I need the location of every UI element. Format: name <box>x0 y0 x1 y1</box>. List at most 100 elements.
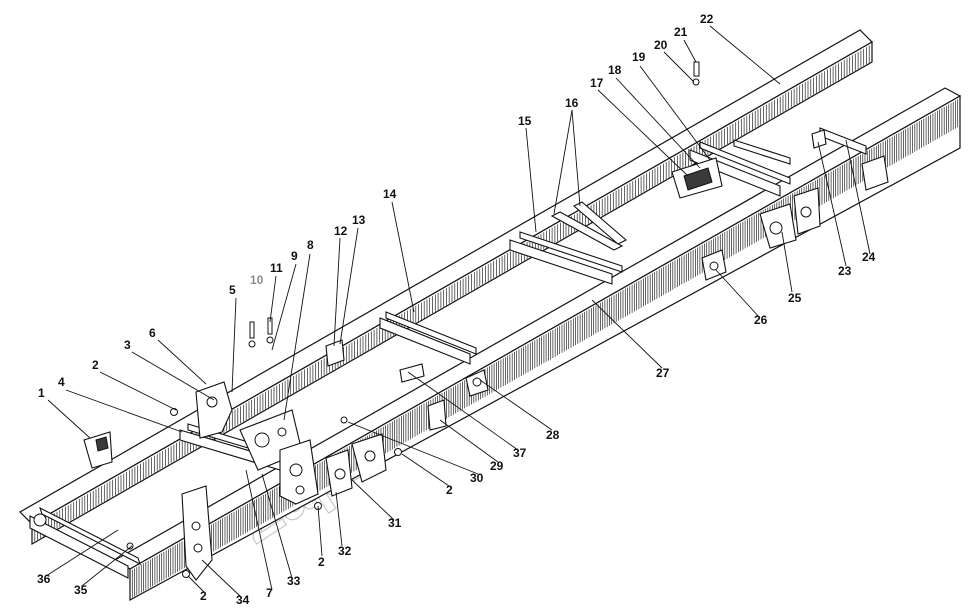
leader-line <box>65 389 183 433</box>
callout-25: 25 <box>788 291 802 305</box>
callout-28: 28 <box>546 428 560 442</box>
leader-line <box>715 269 761 319</box>
callout-35: 35 <box>74 583 88 597</box>
leader-line <box>157 339 207 385</box>
callout-24: 24 <box>862 250 876 264</box>
bracket-23 <box>811 129 827 149</box>
leader-line <box>525 127 537 233</box>
leader-line <box>81 545 133 587</box>
callout-21: 21 <box>674 25 688 39</box>
callout-37: 37 <box>513 446 527 460</box>
callout-13: 13 <box>352 213 366 227</box>
bracket-12-13 <box>325 339 345 367</box>
leader-line <box>845 139 871 255</box>
left-side-rail <box>19 29 873 546</box>
bracket-37 <box>399 363 425 383</box>
callout-17: 17 <box>590 76 604 90</box>
callout-30: 30 <box>470 471 484 485</box>
leader-line <box>351 479 395 521</box>
leader-line <box>283 253 311 421</box>
callout-27: 27 <box>656 366 670 380</box>
leader-line <box>663 51 695 83</box>
leader-line <box>261 473 293 579</box>
callout-10: 10 <box>250 273 264 287</box>
callout-8: 8 <box>307 238 314 252</box>
leader-line <box>317 505 323 557</box>
callout-26: 26 <box>754 313 768 327</box>
crossmember-15-16 <box>509 201 627 285</box>
right-side-rail <box>113 87 962 602</box>
callout-4: 4 <box>58 375 65 389</box>
spring-hanger-33 <box>279 439 319 505</box>
callout-29: 29 <box>490 459 504 473</box>
callout-2a: 2 <box>92 358 99 372</box>
bracket-6 <box>195 381 233 439</box>
leader-line <box>407 371 519 451</box>
callout-34: 34 <box>236 593 250 607</box>
pin-35 <box>126 542 134 550</box>
leader-line <box>817 141 847 267</box>
callout-14: 14 <box>383 187 397 201</box>
leader-line <box>187 575 205 593</box>
bolt-30 <box>340 416 348 424</box>
bracket-1 <box>83 431 113 469</box>
tow-hook-bracket-34 <box>181 485 213 581</box>
callout-36: 36 <box>37 572 51 586</box>
leader-line <box>335 491 343 547</box>
callout-31: 31 <box>388 516 402 530</box>
spring-bracket-25 <box>759 187 821 249</box>
leader-line <box>479 379 553 431</box>
callout-3: 3 <box>124 338 131 352</box>
leader-line <box>339 227 359 345</box>
leader-line <box>615 77 701 169</box>
callout-12: 12 <box>334 224 348 238</box>
leader-line <box>333 237 341 347</box>
leader-line <box>553 109 573 215</box>
callout-15: 15 <box>518 114 532 128</box>
callout-9: 9 <box>291 249 298 263</box>
leader-line <box>401 453 453 489</box>
callout-labels: 1 2 3 4 5 6 7 8 9 10 11 12 13 14 15 16 1… <box>37 12 876 607</box>
bolt-20-21 <box>692 61 700 86</box>
leader-line <box>245 469 273 591</box>
leader-line <box>269 275 277 323</box>
callout-7a: 7 <box>266 586 273 600</box>
callout-1: 1 <box>38 386 45 400</box>
leader-line <box>347 421 479 475</box>
callout-2b: 2 <box>446 483 453 497</box>
callout-2d: 2 <box>200 589 207 603</box>
bracket-24 <box>861 155 889 191</box>
bolt-10-11 <box>248 317 274 348</box>
spring-bracket-31-32 <box>325 433 387 497</box>
support-17-19 <box>671 157 723 199</box>
callout-22: 22 <box>700 12 714 26</box>
leader-line <box>639 65 711 161</box>
leader-line <box>571 109 581 207</box>
leader-line <box>131 351 215 401</box>
leader-line <box>709 25 781 85</box>
leader-line <box>201 559 241 597</box>
leader-line <box>47 399 91 439</box>
callout-2c: 2 <box>318 555 325 569</box>
callout-19: 19 <box>632 50 646 64</box>
leader-line <box>439 419 499 463</box>
mount-26 <box>701 249 727 281</box>
callout-33: 33 <box>287 574 301 588</box>
callout-32: 32 <box>338 544 352 558</box>
callout-18: 18 <box>608 63 622 77</box>
front-bumper-crossmember <box>29 506 141 579</box>
leader-line <box>45 529 119 577</box>
callout-16: 16 <box>565 96 579 110</box>
callout-23: 23 <box>838 264 852 278</box>
bumper-36 <box>33 513 47 527</box>
bracket-28 <box>465 369 489 397</box>
callout-11: 11 <box>270 261 283 275</box>
crossmember-14 <box>379 311 477 365</box>
leader-line <box>683 39 697 63</box>
leader-lines <box>45 25 871 597</box>
callout-20: 20 <box>654 38 668 52</box>
bracket-29 <box>427 399 447 431</box>
callout-5: 5 <box>229 283 236 297</box>
leader-line <box>231 297 237 393</box>
